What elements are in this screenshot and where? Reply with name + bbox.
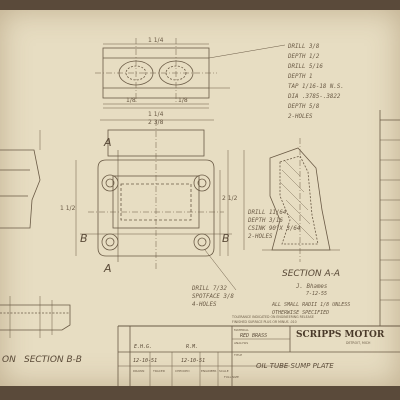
- col-label: FULL SIZE: [224, 375, 239, 379]
- dim-top-width: 1 1/4: [148, 37, 164, 44]
- col-label: CHECKED: [175, 369, 190, 373]
- radius-note: OTHERWISE SPECIFIED: [272, 310, 329, 316]
- top-view-notes: DRILL 3/8 DEPTH 1/2 DRILL 5/16 DEPTH 1 T…: [287, 44, 344, 120]
- bottom-note: DRILL 7/32: [191, 286, 227, 292]
- section-bb-prefix: ON: [2, 355, 16, 365]
- company-city: DETROIT, MICH: [346, 341, 371, 345]
- dim-plan-height: 1 1/2: [60, 205, 76, 212]
- note-line: DIA .3785-.3822: [287, 94, 341, 100]
- note-line: 2-HOLES: [248, 234, 273, 240]
- dim-plan-width: 2 3/8: [148, 119, 164, 126]
- col-label: SCALE: [219, 369, 229, 373]
- note-line: CSINK 90°X 3/64: [248, 226, 301, 232]
- drawn-by: E.H.G.: [134, 344, 152, 350]
- section-aa-notes: DRILL 11/64 DEPTH 3/16 CSINK 90°X 3/64 2…: [247, 210, 301, 240]
- section-aa-title: SECTION A-A: [282, 269, 340, 279]
- dim-plan-overall: 2 1/2: [222, 195, 238, 202]
- checked-by: R.M.: [186, 344, 198, 350]
- plan-outline: [97, 159, 215, 257]
- dim-top-overall: 1 1/4: [148, 111, 164, 118]
- title-block: [117, 110, 400, 386]
- section-marker-b: B: [80, 232, 88, 245]
- col-label: TRACED: [152, 369, 166, 373]
- section-marker-a: A: [103, 136, 112, 149]
- company-name: SCRIPPS MOTOR: [296, 330, 385, 340]
- col-label: DRAWN: [133, 369, 144, 373]
- dim-top-offset: 1/8: [178, 97, 188, 104]
- section-bb-title: SECTION B-B: [24, 355, 82, 365]
- radius-note: ALL SMALL RADII 1/8 UNLESS: [271, 302, 350, 308]
- bolt-hole-tl: [101, 174, 119, 192]
- bottom-note: SPOTFACE 3/8: [192, 294, 234, 300]
- note-line: DEPTH 5/8: [287, 104, 320, 110]
- bolt-hole-tr: [193, 174, 211, 192]
- note-line: DRILL 11/64: [247, 210, 287, 216]
- note-line: DEPTH 1/2: [287, 54, 320, 60]
- title-label: TITLE: [233, 353, 242, 357]
- checked-date: 12-10-51: [181, 358, 205, 364]
- material-label: MATERIAL: [234, 328, 249, 332]
- note-line: 2-HOLES: [288, 114, 313, 120]
- note-line: DRILL 5/16: [287, 64, 323, 70]
- note-line: DRILL 3/8: [287, 44, 320, 50]
- signature-date: 7-12-55: [306, 291, 327, 297]
- material-value: RED BRASS: [240, 333, 267, 339]
- top-view: [95, 38, 286, 109]
- section-marker-a: A: [103, 262, 112, 275]
- section-aa-view: [243, 138, 340, 262]
- bottom-note: 4-HOLES: [192, 302, 217, 308]
- col-label: ENGINEER: [201, 369, 216, 373]
- note-line: TAP 1/16-18 N.S.: [288, 84, 344, 90]
- section-marker-b: B: [222, 232, 230, 245]
- bolt-hole-br: [193, 233, 211, 251]
- bolt-hole-bl: [101, 233, 119, 251]
- note-line: DEPTH 1: [287, 74, 312, 80]
- left-partial-view: [0, 130, 71, 338]
- plan-view: [75, 119, 237, 291]
- signature: J. Bhames: [295, 284, 328, 290]
- drawn-date: 12-10-51: [133, 358, 157, 364]
- tolerance-note: TOLERANCE INDICATED ON ENGINEERING RELEA…: [231, 315, 314, 319]
- drawing-title: OIL TUBE SUMP PLATE: [256, 362, 334, 370]
- dim-top-offset: 1/8: [126, 97, 136, 104]
- tolerance-note: FINISHED SURFACE PLUS OR MINUS .010: [232, 320, 297, 324]
- note-line: DEPTH 3/16: [247, 218, 283, 224]
- blueprint-sheet: [0, 10, 400, 386]
- analysis-label: ANALYSIS: [234, 341, 248, 345]
